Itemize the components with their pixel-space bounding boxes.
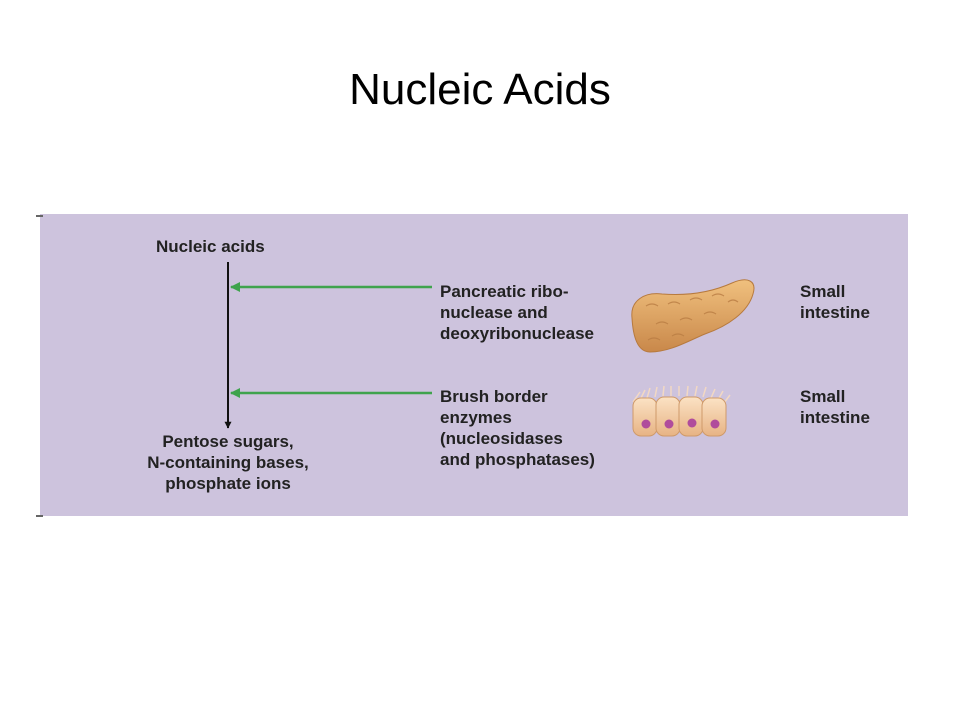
panel-edge-tick-top (36, 215, 43, 217)
substrate-label: Nucleic acids (156, 237, 265, 256)
enzyme-label-brush-border: Brush border enzymes (nucleosidases and … (440, 387, 595, 469)
site-label-pancreatic: Small intestine (800, 282, 870, 322)
site-label-brush-border: Small intestine (800, 387, 870, 427)
pancreas-icon (631, 279, 755, 353)
panel-edge-tick-bottom (36, 515, 43, 517)
diagram-panel (40, 214, 908, 516)
products-label: Pentose sugars, N-containing bases, phos… (147, 432, 309, 493)
slide-title: Nucleic Acids (349, 65, 611, 114)
brush-border-cells-icon (632, 385, 731, 437)
enzyme-label-pancreatic: Pancreatic ribo- nuclease and deoxyribon… (440, 282, 595, 343)
